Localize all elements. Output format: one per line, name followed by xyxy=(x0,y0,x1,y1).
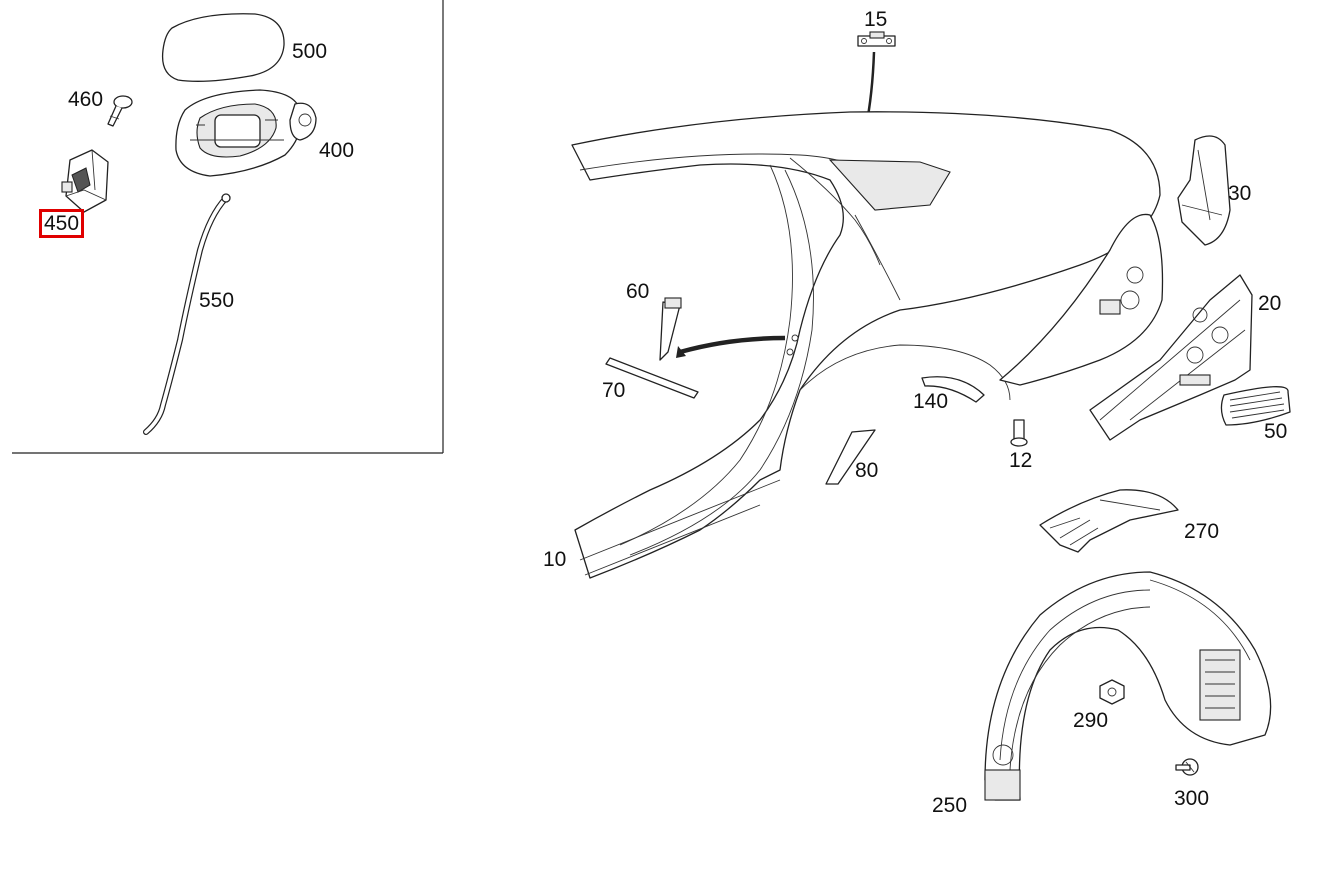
callout-290[interactable]: 290 xyxy=(1073,709,1109,732)
fuel-door-actuator-part[interactable] xyxy=(61,149,109,213)
callout-460[interactable]: 460 xyxy=(68,88,104,111)
trim-140-part[interactable] xyxy=(921,376,985,403)
callout-15[interactable]: 15 xyxy=(864,8,888,31)
callout-400[interactable]: 400 xyxy=(319,139,355,162)
callout-50[interactable]: 50 xyxy=(1264,420,1288,443)
bracket-30-part[interactable] xyxy=(1177,135,1231,246)
clip-12-part[interactable] xyxy=(1010,419,1028,447)
bracket-15-part[interactable] xyxy=(857,31,896,47)
callout-550[interactable]: 550 xyxy=(199,289,235,312)
callout-20[interactable]: 20 xyxy=(1258,292,1282,315)
fuel-flap-cover-part[interactable] xyxy=(161,13,285,82)
callout-500[interactable]: 500 xyxy=(292,40,328,63)
reinforcement-60-part[interactable] xyxy=(659,297,682,361)
callout-270[interactable]: 270 xyxy=(1184,520,1220,543)
arrow-60 xyxy=(679,335,786,355)
callout-30[interactable]: 30 xyxy=(1228,182,1252,205)
callout-60[interactable]: 60 xyxy=(626,280,650,303)
trim-80-part[interactable] xyxy=(825,429,876,485)
rear-side-panel-part[interactable] xyxy=(571,111,1161,579)
inset-frame xyxy=(12,0,444,454)
bolt-460-part[interactable] xyxy=(107,95,133,127)
liner-270-part[interactable] xyxy=(1039,489,1179,553)
callout-70[interactable]: 70 xyxy=(602,379,626,402)
inner-panel-20-part[interactable] xyxy=(1089,274,1253,441)
callout-12[interactable]: 12 xyxy=(1009,449,1033,472)
vent-grille-part[interactable] xyxy=(1220,386,1291,426)
strip-70-part[interactable] xyxy=(605,357,699,399)
drain-hose-part[interactable] xyxy=(143,193,231,435)
wheelhouse-inner-part[interactable] xyxy=(999,213,1164,386)
fuel-filler-housing-part[interactable] xyxy=(175,89,317,177)
callout-450-highlighted[interactable]: 450 xyxy=(39,209,85,238)
clip-300-part[interactable] xyxy=(1175,758,1199,776)
callout-250[interactable]: 250 xyxy=(932,794,968,817)
wheel-arch-liner-part[interactable] xyxy=(984,571,1272,801)
callout-140[interactable]: 140 xyxy=(913,390,949,413)
callout-10[interactable]: 10 xyxy=(543,548,567,571)
callout-300[interactable]: 300 xyxy=(1174,787,1210,810)
nut-290-part[interactable] xyxy=(1099,679,1125,705)
callout-80[interactable]: 80 xyxy=(855,459,879,482)
